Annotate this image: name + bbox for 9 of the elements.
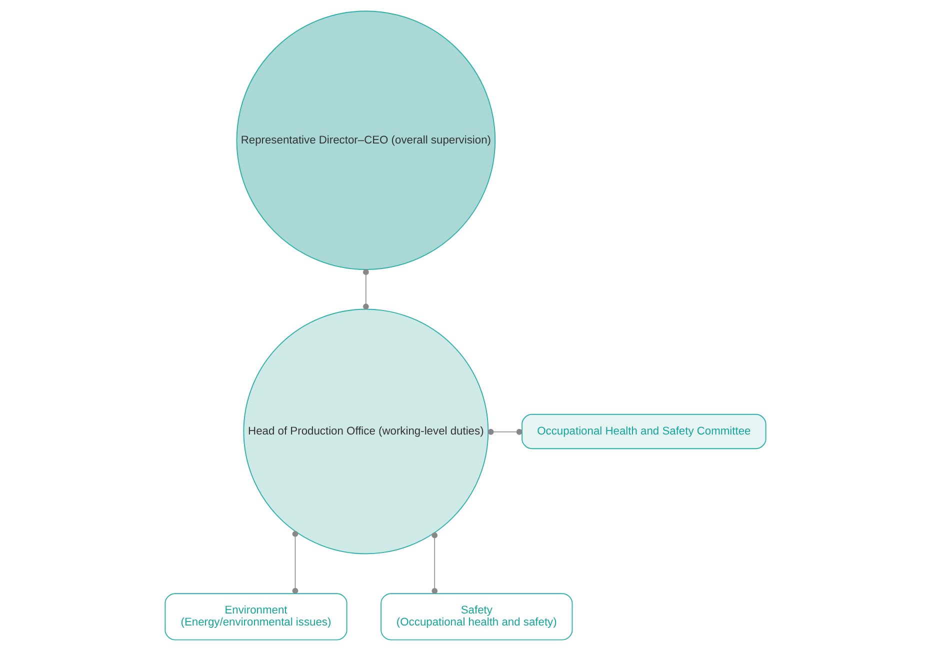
node-box: Safety (Occupational health and safety) bbox=[380, 593, 572, 640]
connector bbox=[487, 428, 522, 435]
node-circle: Representative Director–CEO (overall supervision) bbox=[236, 10, 496, 270]
connector bbox=[292, 531, 298, 594]
node-circle: Head of Production Office (working-level duties) bbox=[242, 308, 488, 554]
node-box: Occupational Health and Safety Committee bbox=[521, 414, 766, 450]
connector bbox=[431, 532, 438, 594]
connector bbox=[362, 269, 368, 310]
node-box: Environment (Energy/environmental issues) bbox=[164, 593, 347, 640]
